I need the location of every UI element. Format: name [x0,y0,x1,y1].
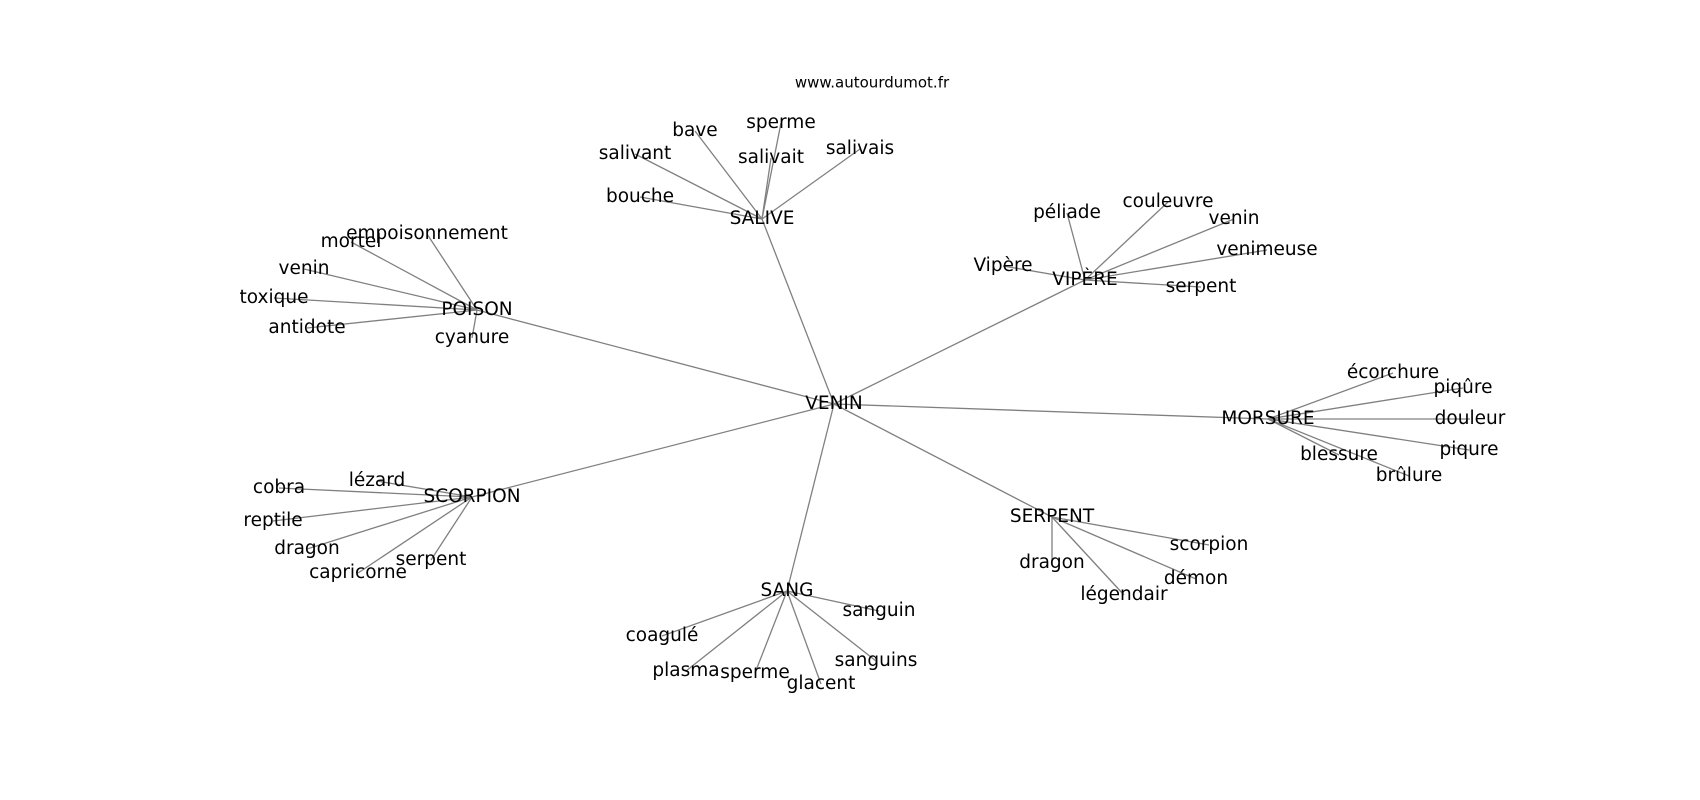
edge-venin_c-serpent_h [833,403,1053,518]
edge-scorpion_h-capricorne [357,496,473,574]
edge-venin_c-scorpion_h [471,403,835,498]
edge-salive-bave [694,130,763,220]
edge-poison-empoisonnement [426,233,478,311]
edge-scorpion_h-reptile [272,496,473,522]
edge-salive-salivant [634,153,763,220]
edge-morsure-piqure [1267,418,1470,451]
graph-nodes: VENIN SALIVE POISON VIPÈRE MORSURE SERPENT SAN… [240,112,1506,694]
edge-serpent_h-demon [1051,516,1197,580]
node-dragon-s: dragon [1019,552,1084,573]
node-empoisonnement: empoisonnement [346,223,508,244]
node-venin-c: VENIN [805,393,862,414]
node-serpent-v: serpent [1166,276,1237,297]
edge-morsure-brulure [1267,418,1410,477]
node-toxique: toxique [240,287,309,308]
edge-salive-sperme_sal [761,122,782,220]
node-sang: SANG [761,580,814,601]
node-glacent: glacent [787,673,856,694]
node-sanguin: sanguin [842,600,915,621]
edge-scorpion_h-serpent_sc [430,496,473,561]
edge-poison-venin_p [303,268,478,311]
node-piqure: piqure [1440,439,1499,460]
edge-sang-sperme_sang [754,590,788,674]
node-sperme-sang: sperme [720,662,789,683]
edge-poison-toxique [273,297,478,311]
node-serpent-sc: serpent [396,549,467,570]
edge-vipere-couleuvre [1084,201,1169,281]
edge-poison-antidote [306,309,478,329]
edge-morsure-blessure [1267,418,1340,456]
edge-morsure-ecorchure [1267,372,1394,420]
node-serpent-h: SERPENT [1010,506,1095,527]
node-poison: POISON [441,299,512,320]
graph-edges [272,122,1470,685]
node-venin-p: venin [279,258,330,279]
node-vipere-l: Vipère [973,255,1032,276]
edge-sang-coagule [661,590,788,637]
node-piqure-c: piqûre [1434,377,1493,398]
node-legendair: légendair [1080,584,1168,605]
edge-sang-sanguin [786,590,880,612]
node-scorpion-s: scorpion [1170,534,1249,555]
edge-vipere-venin_v [1084,218,1235,281]
edge-venin_c-salive [761,218,835,405]
node-sanguins: sanguins [835,650,918,671]
node-scorpion-h: SCORPION [423,486,520,507]
edge-vipere-venimeuse [1084,249,1268,281]
edge-salive-salivait [761,157,772,220]
node-salivais: salivais [826,138,894,159]
node-douleur: douleur [1435,408,1506,429]
node-salivait: salivait [738,147,804,168]
node-couleuvre: couleuvre [1123,191,1214,212]
edge-vipere-vipere_l [1002,265,1086,281]
edge-sang-sanguins [786,590,877,662]
edge-venin_c-poison [476,309,835,405]
edge-scorpion_h-dragon_sc [306,496,473,550]
node-dragon-sc: dragon [274,538,339,559]
edge-scorpion_h-cobra [278,487,473,498]
node-reptile: reptile [243,510,302,531]
edge-morsure-piqure_c [1267,387,1464,420]
edge-scorpion_h-lezard [376,480,473,498]
node-peliade: péliade [1033,202,1101,223]
node-blessure: blessure [1300,444,1378,465]
edge-poison-cyanure [471,309,478,339]
node-capricorne: capricorne [309,562,407,583]
node-sperme-sal: sperme [746,112,815,133]
edge-venin_c-morsure [833,403,1269,420]
edge-vipere-peliade [1066,212,1086,281]
node-vipere: VIPÈRE [1052,268,1118,290]
edge-serpent_h-legendair [1051,516,1125,596]
node-lezard: lézard [349,470,406,491]
edge-serpent_h-scorpion_s [1051,516,1210,546]
node-demon: démon [1164,568,1228,589]
node-bave: bave [672,120,717,141]
edge-salive-bouche [639,196,763,220]
site-url: www.autourdumot.fr [795,74,950,92]
edge-poison-mortel [350,241,478,311]
node-brulure: brûlure [1376,465,1443,486]
edge-sang-plasma [685,590,788,672]
edge-venin_c-vipere [833,279,1086,405]
node-cobra: cobra [253,477,305,498]
edge-venin_c-sang [786,403,835,592]
edge-vipere-serpent_v [1084,279,1202,288]
node-morsure: MORSURE [1221,408,1314,429]
node-mortel: mortel [321,231,382,252]
node-plasma: plasma [652,660,719,681]
node-ecorchure: écorchure [1347,362,1439,383]
node-cyanure: cyanure [435,327,510,348]
node-salivant: salivant [599,143,672,164]
node-venin-v: venin [1209,208,1260,229]
node-coagule: coagulé [626,625,699,646]
node-bouche: bouche [606,186,674,207]
edge-sang-glacent [786,590,822,685]
node-venimeuse: venimeuse [1216,239,1317,260]
node-salive: SALIVE [730,208,795,229]
node-antidote: antidote [268,317,345,338]
edge-salive-salivais [761,148,861,220]
